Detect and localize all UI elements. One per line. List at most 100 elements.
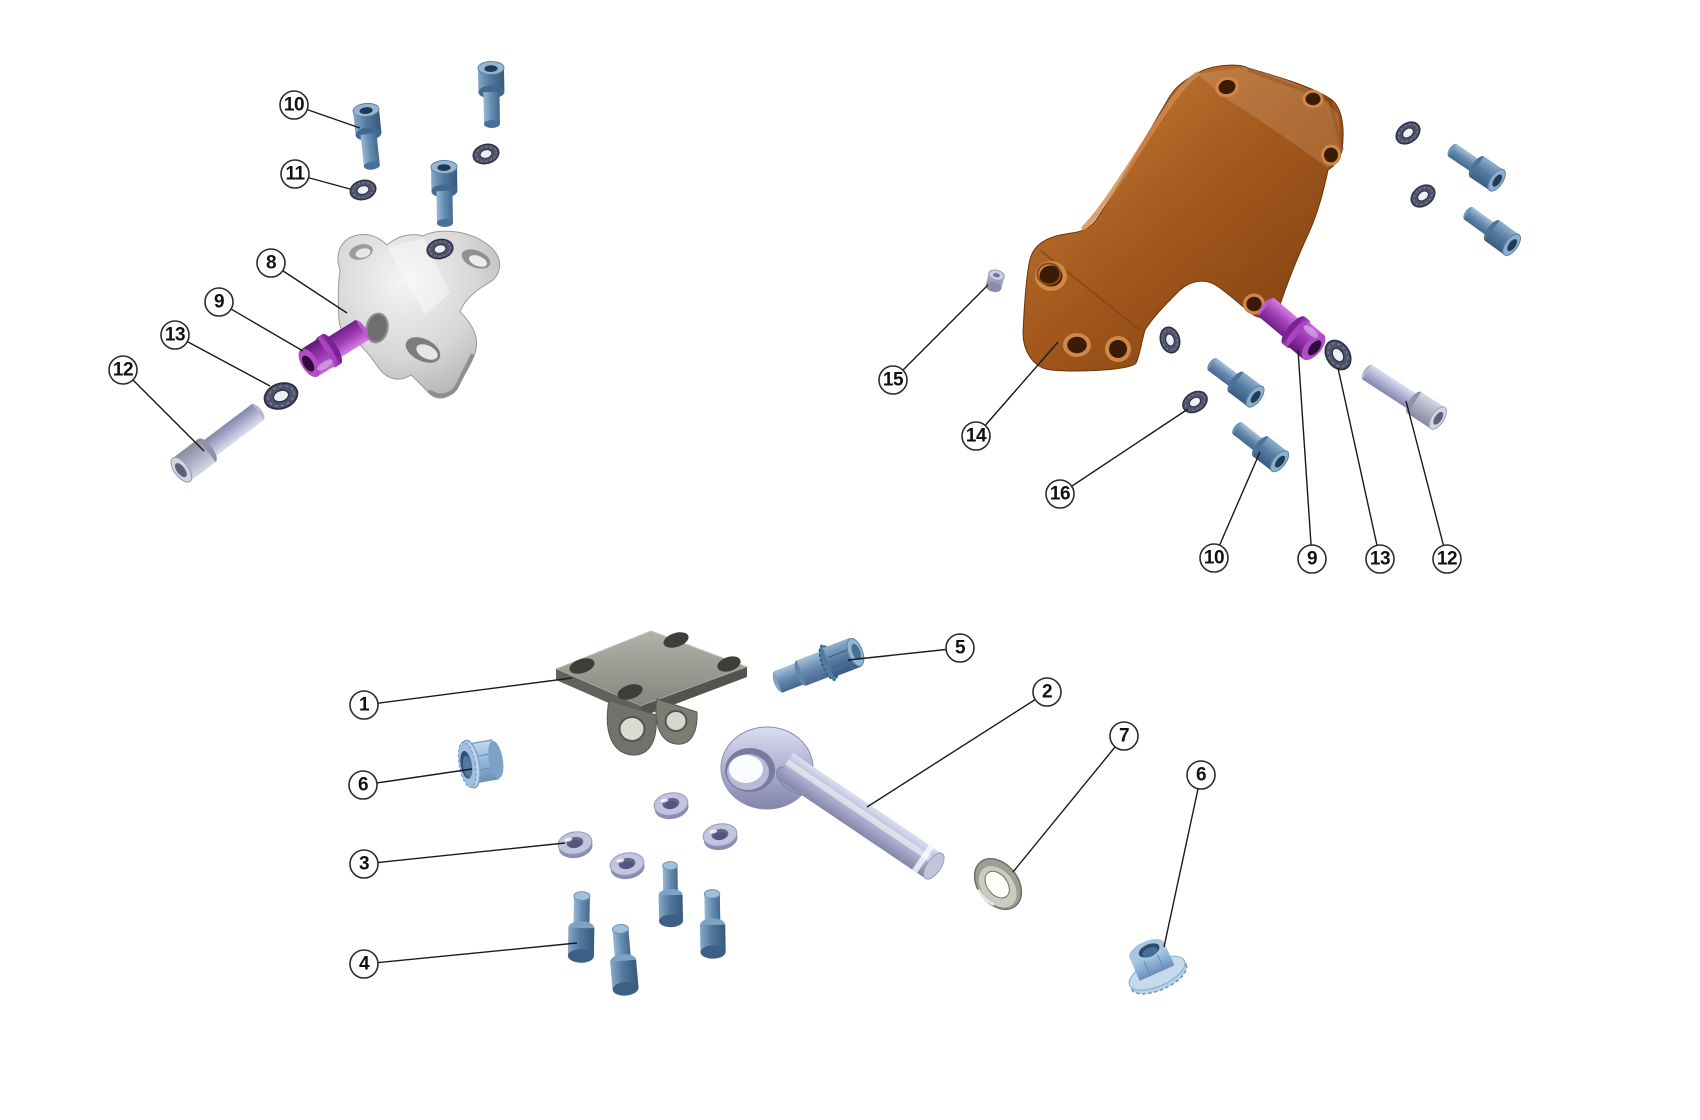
- callout-circle[interactable]: [1045, 479, 1075, 509]
- callout-15[interactable]: 15: [878, 365, 908, 395]
- socket-bolt-icon: [657, 860, 684, 928]
- callout-label: 1: [359, 695, 370, 716]
- leader-line-16: [1059, 408, 1189, 495]
- leader-line-12: [1405, 400, 1448, 560]
- callout-label: 7: [1119, 726, 1129, 747]
- callout-circle[interactable]: [349, 849, 379, 879]
- callout-circle[interactable]: [945, 633, 975, 663]
- pivot-plate-bracket: [554, 630, 749, 756]
- callout-12[interactable]: 12: [1432, 544, 1462, 574]
- callout-circle[interactable]: [1365, 544, 1395, 574]
- callout-label: 13: [165, 325, 185, 346]
- callout-9[interactable]: 9: [204, 287, 234, 317]
- callout-circle[interactable]: [1109, 721, 1139, 751]
- callout-circle[interactable]: [160, 320, 190, 350]
- leader-line-10: [1213, 451, 1261, 559]
- spacer-washer-icon: [700, 820, 740, 854]
- callout-2[interactable]: 2: [1032, 677, 1062, 707]
- callout-circle[interactable]: [280, 159, 310, 189]
- callout-circle[interactable]: [349, 949, 379, 979]
- leader-line-3: [363, 842, 566, 865]
- callout-circle[interactable]: [204, 287, 234, 317]
- assembly-mount-bracket-right: [984, 64, 1525, 476]
- callout-label: 3: [359, 854, 369, 875]
- leader-line-13: [1337, 367, 1381, 560]
- callout-circle[interactable]: [1186, 760, 1216, 790]
- callout-3[interactable]: 3: [349, 849, 379, 879]
- spacer-washer-icon: [607, 849, 647, 883]
- callout-label: 6: [1196, 765, 1206, 786]
- leader-lines-layer: [122, 104, 1448, 965]
- callout-10[interactable]: 10: [1199, 543, 1229, 573]
- leader-line-9: [218, 301, 304, 352]
- silver-socket-bolt-icon: [166, 397, 271, 487]
- leader-line-12: [122, 369, 205, 452]
- plain-washer-icon: [973, 857, 1023, 911]
- callout-6[interactable]: 6: [1186, 760, 1216, 790]
- callout-label: 14: [966, 426, 987, 447]
- callout-7[interactable]: 7: [1109, 721, 1139, 751]
- callout-circle[interactable]: [279, 90, 309, 120]
- leader-line-14: [975, 341, 1059, 437]
- leader-line-6: [362, 768, 473, 786]
- callout-circle[interactable]: [256, 248, 286, 278]
- callout-14[interactable]: 14: [961, 421, 991, 451]
- callout-circle[interactable]: [349, 690, 379, 720]
- washer-icon: [1391, 116, 1425, 150]
- callout-16[interactable]: 16: [1045, 479, 1075, 509]
- callout-circle[interactable]: [348, 770, 378, 800]
- socket-bolt-icon: [1442, 137, 1510, 195]
- pivot-pin-rod: [720, 726, 945, 880]
- flange-nut-icon: [1128, 939, 1188, 995]
- leader-line-7: [1012, 735, 1125, 873]
- leader-line-15: [892, 284, 989, 381]
- spacer-washer-icon: [555, 828, 595, 862]
- callout-circle[interactable]: [108, 355, 138, 385]
- callout-circle[interactable]: [878, 365, 908, 395]
- leader-line-1: [363, 677, 573, 706]
- spacer-washer-icon: [651, 789, 691, 823]
- orange-bracket: [1022, 64, 1344, 372]
- socket-bolt-icon: [477, 60, 506, 129]
- callout-10[interactable]: 10: [279, 90, 309, 120]
- callout-6[interactable]: 6: [348, 770, 378, 800]
- socket-bolt-icon: [698, 888, 727, 960]
- leader-line-4: [363, 942, 578, 965]
- flange-shoulder-bolt-icon: [772, 637, 865, 693]
- callout-circle[interactable]: [1032, 677, 1062, 707]
- washer-icon: [347, 176, 379, 204]
- callout-circle[interactable]: [1199, 543, 1229, 573]
- callout-13[interactable]: 13: [160, 320, 190, 350]
- callout-8[interactable]: 8: [256, 248, 286, 278]
- callout-circle[interactable]: [1297, 544, 1327, 574]
- callout-circle[interactable]: [1432, 544, 1462, 574]
- callout-12[interactable]: 12: [108, 355, 138, 385]
- callout-label: 16: [1050, 484, 1070, 505]
- socket-bolt-icon: [606, 922, 640, 998]
- callout-label: 8: [266, 253, 276, 274]
- silver-socket-bolt-icon: [1356, 358, 1451, 433]
- callout-4[interactable]: 4: [349, 949, 379, 979]
- callout-1[interactable]: 1: [349, 690, 379, 720]
- callout-label: 12: [1437, 549, 1457, 570]
- callout-5[interactable]: 5: [945, 633, 975, 663]
- callout-label: 6: [358, 775, 368, 796]
- callout-13[interactable]: 13: [1365, 544, 1395, 574]
- callout-label: 9: [214, 292, 224, 313]
- callout-label: 9: [1307, 549, 1317, 570]
- socket-bolt-icon: [430, 159, 459, 228]
- callout-label: 10: [1204, 548, 1224, 569]
- socket-bolt-icon: [1457, 200, 1525, 259]
- socket-bolt-icon: [1226, 415, 1293, 476]
- assembly-pivot-plate: [457, 630, 1188, 998]
- callout-label: 11: [285, 164, 305, 185]
- callout-9[interactable]: 9: [1297, 544, 1327, 574]
- leader-line-2: [866, 691, 1048, 808]
- callout-11[interactable]: 11: [280, 159, 310, 189]
- callout-label: 4: [359, 954, 370, 975]
- assembly-mount-bracket-left: [166, 60, 506, 487]
- leader-line-9: [1297, 349, 1313, 560]
- callout-circle[interactable]: [961, 421, 991, 451]
